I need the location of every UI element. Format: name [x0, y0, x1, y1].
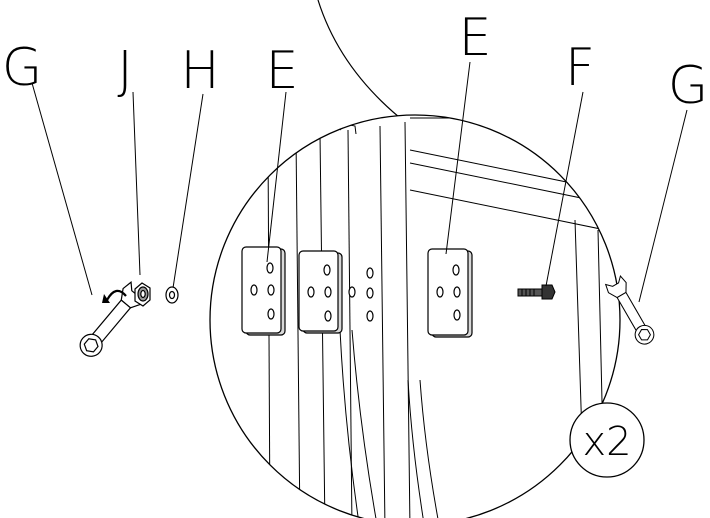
rotate-arrow-icon [106, 289, 127, 301]
plate-e-right [427, 248, 473, 338]
label-e-left: E [266, 41, 299, 101]
label-g-left: G [2, 38, 42, 98]
detail-circle [209, 114, 621, 518]
callout-arc [317, 0, 406, 123]
washer-icon [165, 286, 179, 304]
bolt-icon [517, 284, 556, 300]
label-j: J [117, 41, 132, 101]
label-e-right: E [459, 8, 492, 68]
wrench-icon [604, 274, 655, 345]
label-f: F [565, 38, 595, 98]
label-g-right: G [668, 56, 708, 116]
detail-view: x2 [209, 114, 645, 518]
plate-middle [298, 250, 374, 334]
quantity-text: x2 [582, 419, 631, 465]
quantity-badge: x2 [569, 402, 645, 478]
leader-lines [31, 61, 688, 303]
nut-icon [134, 282, 151, 307]
label-h: H [180, 41, 219, 101]
plate-e-left [241, 246, 286, 336]
